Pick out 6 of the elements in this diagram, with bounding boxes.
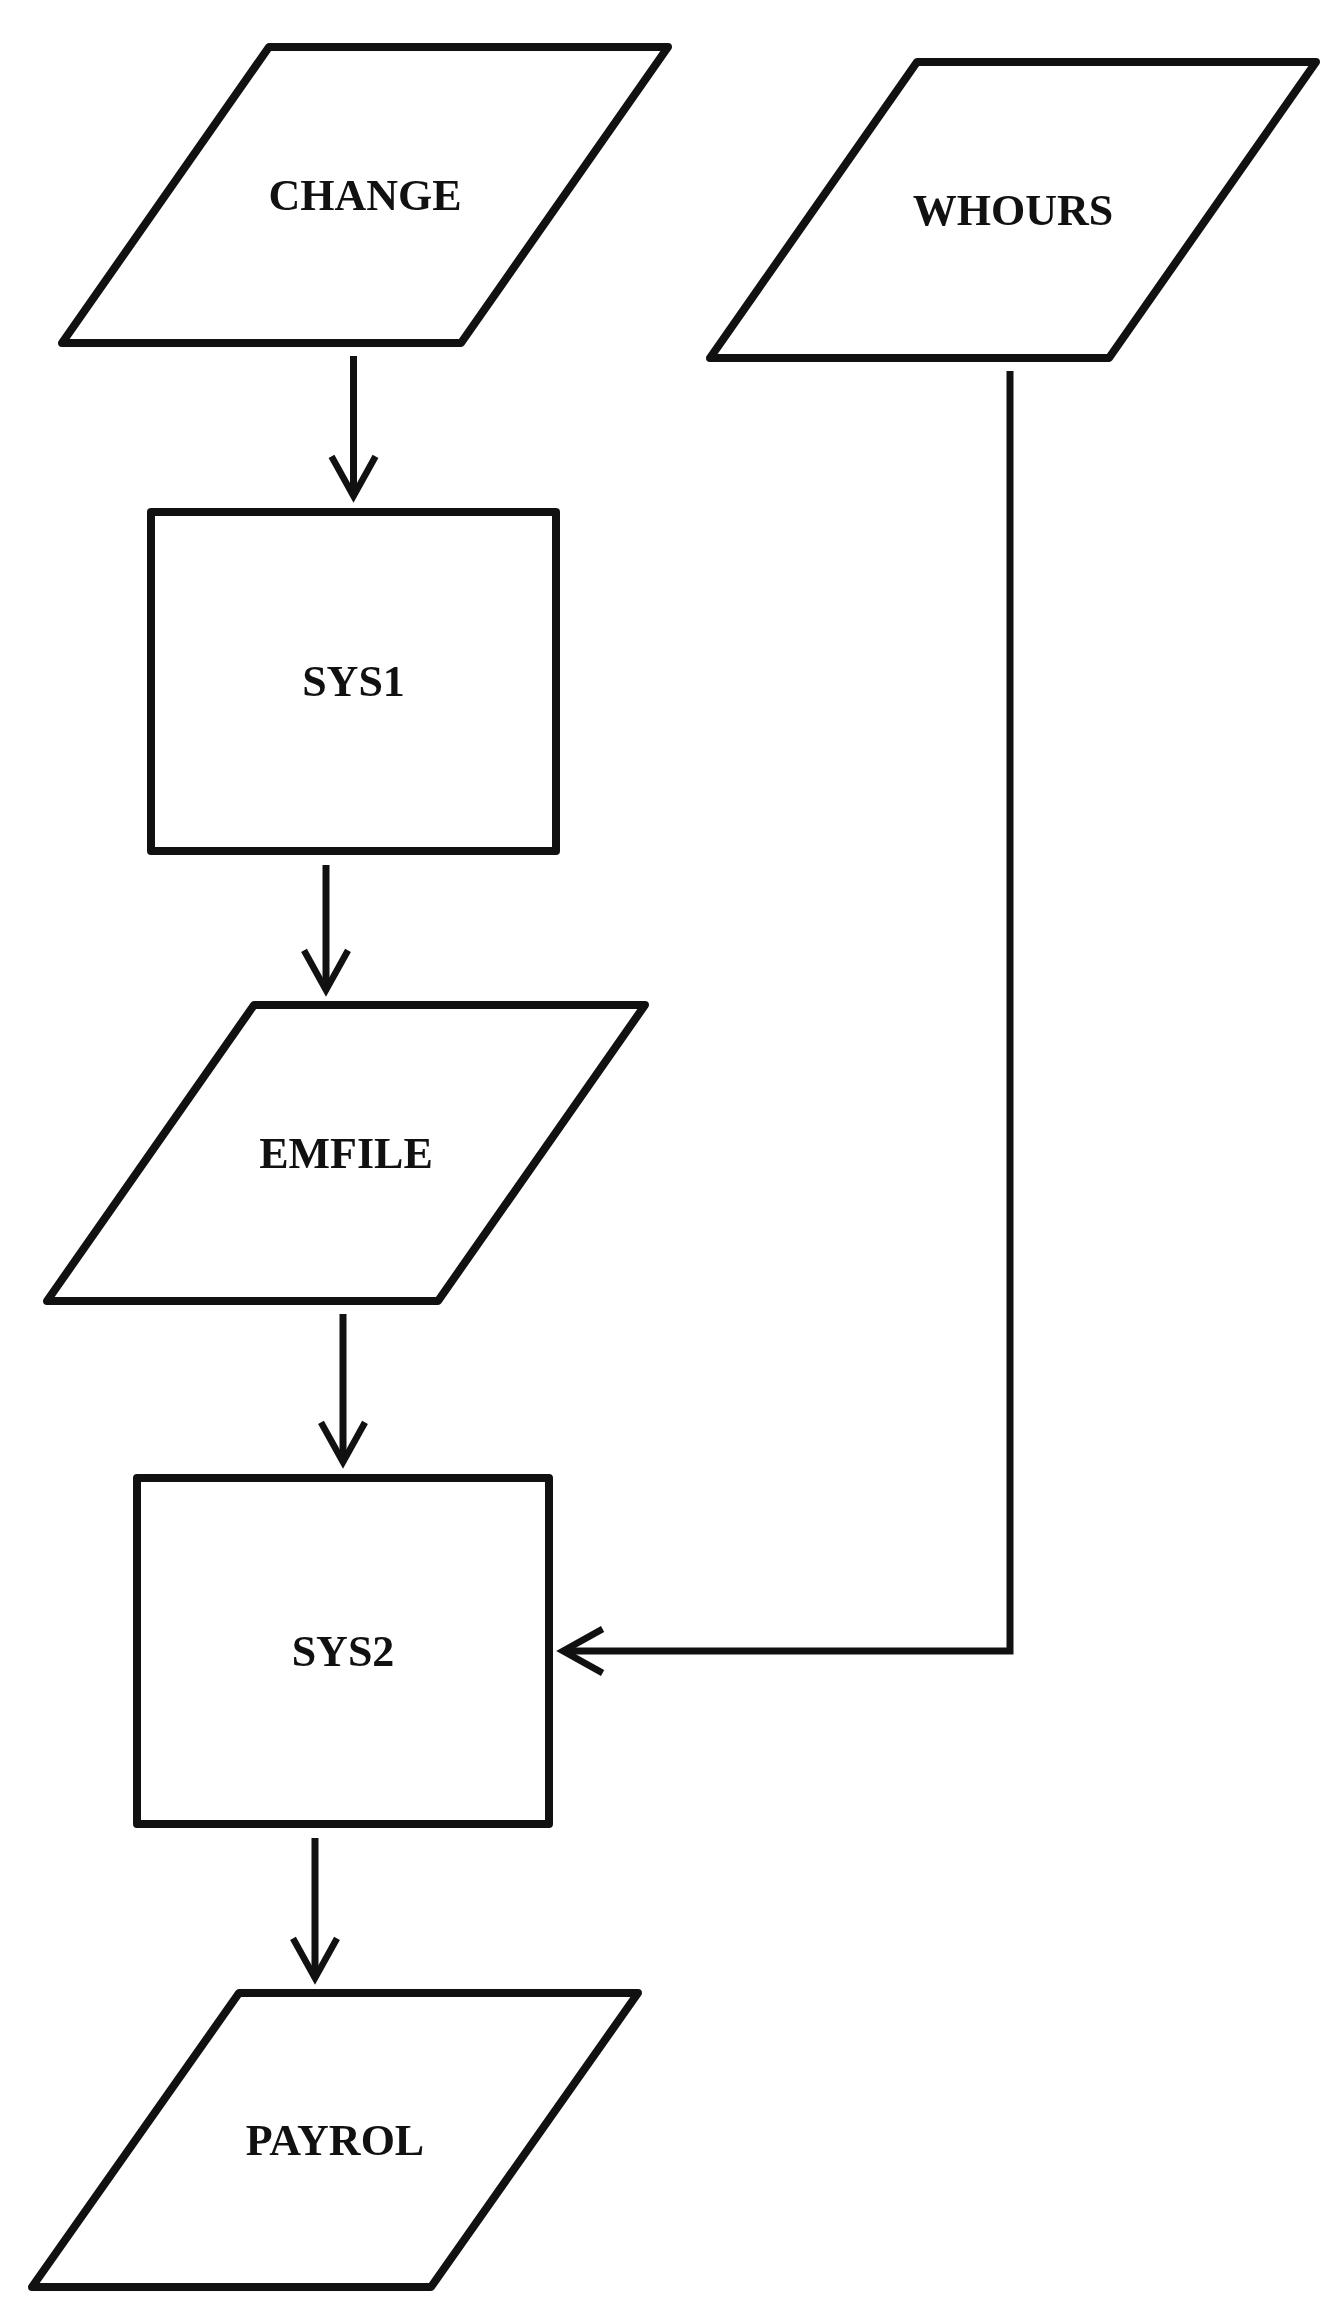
node-label: CHANGE [268,169,462,221]
node-label: PAYROL [245,2114,425,2166]
node-label: SYS1 [302,656,405,707]
node-label: EMFILE [259,1127,433,1179]
node-label: SYS2 [291,1625,395,1677]
node-label: WHOURS [912,184,1114,236]
